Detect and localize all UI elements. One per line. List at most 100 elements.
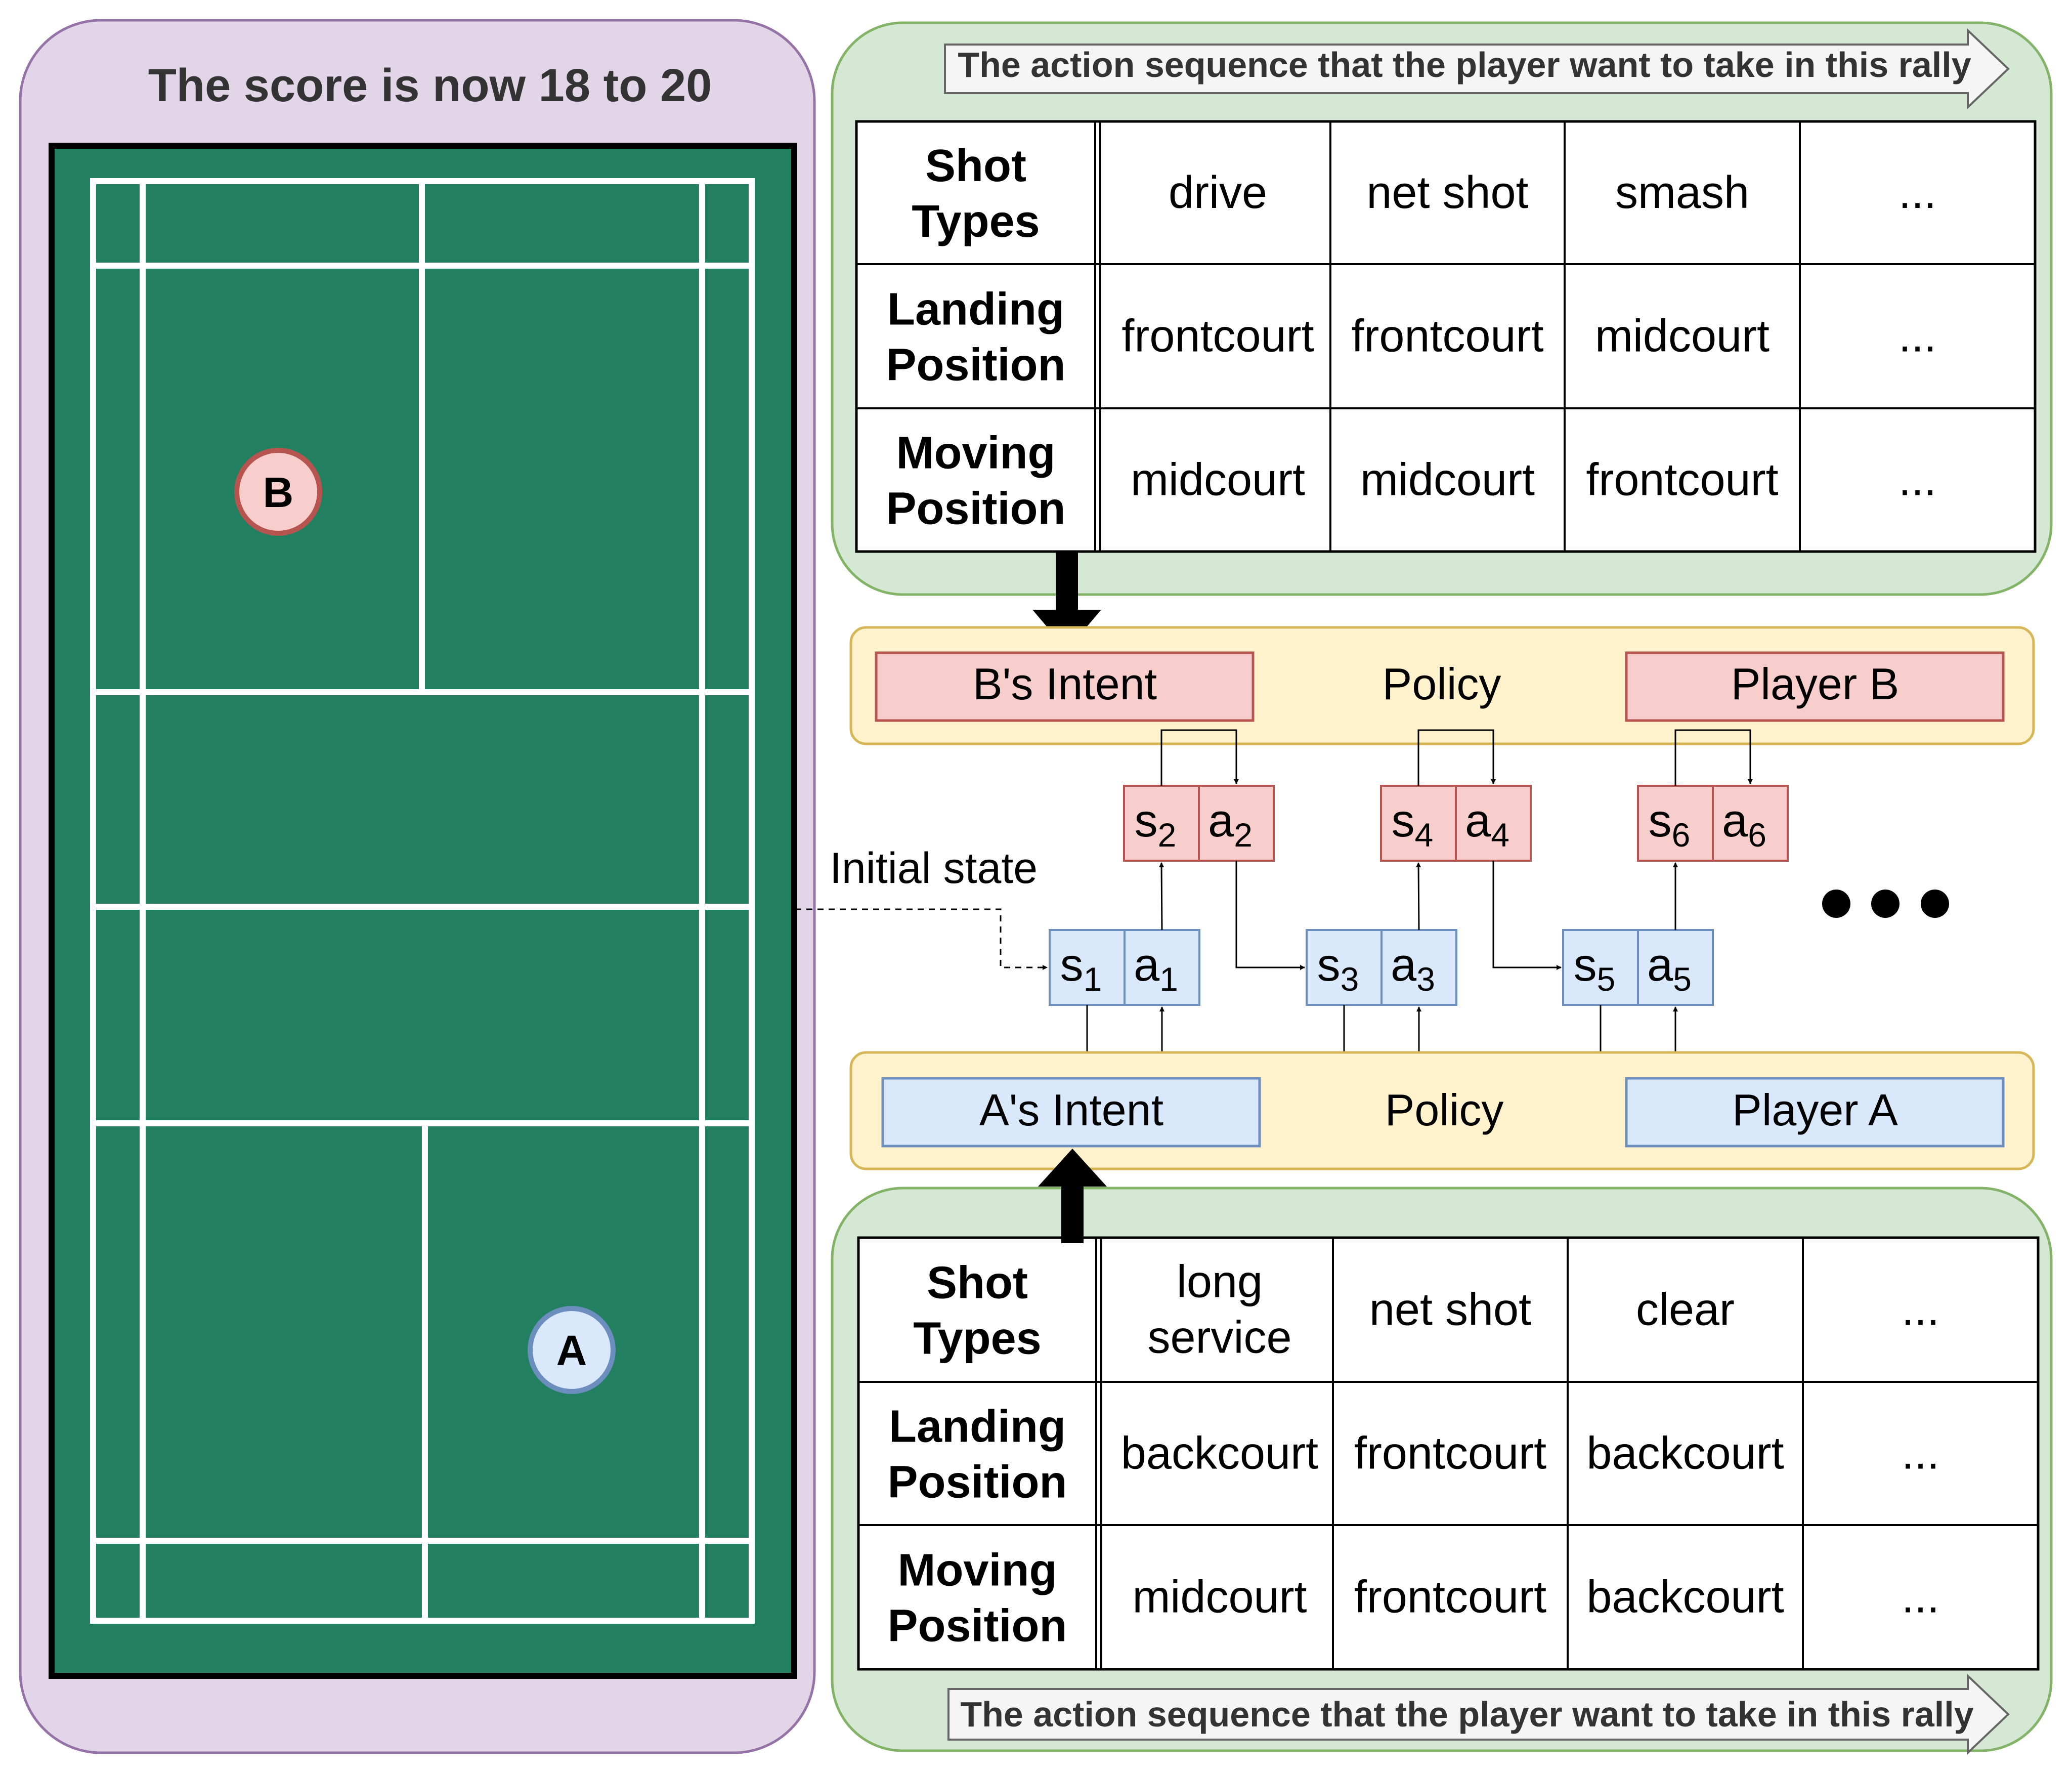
top-row-header: Shot	[925, 141, 1026, 191]
state-box-3	[1306, 929, 1383, 1006]
state-action-pair-4: s4 a4	[1380, 729, 1532, 862]
player-a-marker: A	[528, 1306, 616, 1394]
score-panel: The score is now 18 to 20 B A	[19, 19, 816, 1754]
bottom-table-cell: backcourt	[1586, 1572, 1784, 1623]
bottom-table-cell: frontcourt	[1354, 1428, 1546, 1479]
bottom-table-cell: net shot	[1369, 1285, 1531, 1335]
bottom-sequence-arrow: The action sequence that the player want…	[947, 1673, 2010, 1755]
top-table-cell: ...	[1898, 311, 1936, 362]
state-label-5: s5	[1574, 939, 1616, 998]
bottom-row-header: Moving	[898, 1545, 1057, 1596]
action-label-1: a1	[1134, 939, 1178, 998]
b-intent-box	[875, 651, 1255, 722]
score-title: The score is now 18 to 20	[148, 60, 712, 111]
action-box-4	[1455, 785, 1532, 862]
top-table-cell: smash	[1615, 167, 1749, 218]
state-label-1: s1	[1060, 939, 1102, 998]
bottom-table-cell: backcourt	[1586, 1428, 1784, 1479]
a-intent-label: A's Intent	[979, 1085, 1163, 1135]
action-label-4: a4	[1465, 795, 1509, 854]
bottom-table-cell: midcourt	[1132, 1572, 1307, 1623]
bottom-sequence-arrow-text: The action sequence that the player want…	[960, 1695, 1973, 1734]
top-table-cell: frontcourt	[1351, 311, 1543, 362]
bottom-table-cell: ...	[1902, 1572, 1939, 1623]
state-box-2	[1123, 785, 1200, 862]
state-action-pair-1: s1 a1	[1049, 929, 1200, 1067]
top-row-header: Types	[912, 196, 1040, 247]
bottom-table-cell: frontcourt	[1354, 1572, 1546, 1623]
bottom-table-cell: clear	[1636, 1285, 1735, 1335]
top-table-cell: frontcourt	[1121, 311, 1314, 362]
player-a-label: A	[556, 1327, 587, 1374]
bottom-row-header: Position	[888, 1457, 1067, 1508]
b-intent-label: B's Intent	[973, 659, 1157, 709]
action-box-5	[1637, 929, 1714, 1006]
top-table-frame	[855, 120, 2037, 553]
player-b-box-label: Player B	[1731, 659, 1900, 709]
badminton-court	[49, 143, 797, 1679]
state-transition-4	[1492, 861, 1562, 970]
top-table-cell: midcourt	[1360, 455, 1535, 505]
state-label-4: s4	[1392, 795, 1434, 854]
state-action-pair-3: s3 a3	[1306, 929, 1457, 1067]
bottom-table-cell: service	[1147, 1313, 1291, 1363]
player-a-box	[1625, 1077, 2005, 1148]
state-box-4	[1380, 785, 1457, 862]
player-a-box-label: Player A	[1732, 1085, 1898, 1135]
state-transition-2	[1235, 861, 1305, 970]
state-label-2: s2	[1135, 795, 1177, 854]
top-row-header: Moving	[896, 428, 1056, 479]
court-lines	[90, 178, 755, 1624]
bottom-table-cell: backcourt	[1121, 1428, 1318, 1479]
bottom-table-cell: ...	[1902, 1285, 1939, 1335]
bottom-row-header: Types	[913, 1314, 1041, 1364]
state-box-6	[1637, 785, 1714, 862]
top-table-cell: drive	[1169, 167, 1267, 218]
state-label-3: s3	[1317, 939, 1359, 998]
bottom-row-header: Landing	[889, 1402, 1066, 1452]
player-b-box	[1625, 651, 2005, 722]
action-label-3: a3	[1391, 939, 1435, 998]
top-sequence-arrow-text: The action sequence that the player want…	[958, 45, 1971, 85]
top-row-header: Position	[886, 484, 1066, 534]
state-transition-3	[1416, 862, 1421, 931]
policy-a-bar: A's Intent Policy Player A	[849, 1051, 2035, 1170]
state-action-pair-2: s2 a2	[1123, 729, 1275, 862]
top-row-header: Position	[886, 340, 1066, 391]
bottom-row-header: Shot	[927, 1258, 1028, 1308]
top-table-cell: net shot	[1366, 167, 1528, 218]
policy-b-label: Policy	[1383, 659, 1501, 709]
player-b-marker: B	[234, 448, 322, 536]
initial-state-label: Initial state	[830, 844, 1038, 893]
action-label-2: a2	[1208, 795, 1253, 854]
top-action-panel: The action sequence that the player want…	[831, 21, 2053, 596]
initial-state-connector	[795, 908, 1048, 970]
bottom-to-intent-arrow	[1038, 1149, 1107, 1243]
a-intent-box	[881, 1077, 1261, 1148]
policy-b-bar: B's Intent Policy Player B	[849, 626, 2035, 745]
bottom-row-header: Position	[888, 1601, 1067, 1652]
action-label-5: a5	[1647, 939, 1692, 998]
bottom-table-frame	[857, 1236, 2040, 1671]
policy-loop-2	[1160, 729, 1239, 786]
player-b-label: B	[263, 469, 294, 516]
state-transition-1	[1159, 862, 1164, 931]
top-table-cell: ...	[1898, 167, 1936, 218]
state-label-6: s6	[1649, 795, 1691, 854]
action-box-1	[1124, 929, 1200, 1006]
action-box-2	[1198, 785, 1275, 862]
top-sequence-arrow: The action sequence that the player want…	[944, 28, 2010, 110]
continuation-dots	[1822, 890, 1949, 918]
policy-a-label: Policy	[1385, 1085, 1504, 1135]
state-action-pair-5: s5 a5	[1562, 929, 1714, 1067]
state-box-1	[1049, 929, 1126, 1006]
top-table-cell: midcourt	[1595, 311, 1769, 362]
top-table-cell: frontcourt	[1586, 455, 1778, 505]
top-table-cell: ...	[1898, 455, 1936, 505]
policy-loop-6	[1674, 729, 1753, 786]
